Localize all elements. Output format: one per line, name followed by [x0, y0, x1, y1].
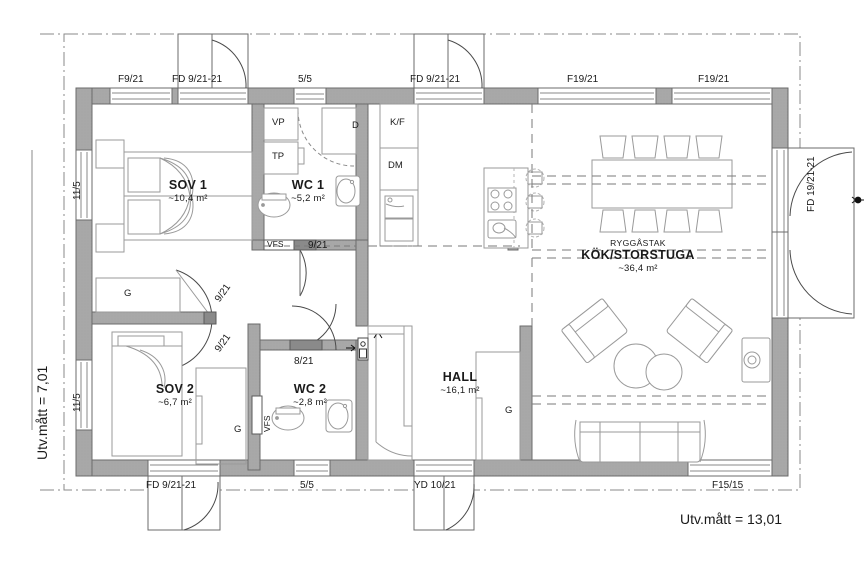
- overall-height-dimension: Utv.mått = 7,01: [34, 365, 50, 460]
- room-name: KÖK/STORSTUGA: [581, 248, 695, 262]
- ceiling-dashed-guides: [264, 104, 772, 405]
- opening-tag-fd-bottom: FD 9/21-21: [146, 480, 197, 491]
- sov2-furniture: [111, 331, 247, 465]
- int-door-tag-wc1: 9/21: [308, 240, 328, 251]
- appliance-vp: VP: [272, 117, 285, 128]
- opening-tag-f9-21: F9/21: [118, 74, 144, 85]
- wc2-fixtures: [251, 395, 353, 435]
- room-name: WC 1: [291, 178, 325, 192]
- room-area: ~36,4 m²: [618, 263, 658, 274]
- kitchen-island: [483, 167, 545, 249]
- room-area: ~6,7 m²: [158, 397, 192, 408]
- kitchen-column: [379, 103, 419, 247]
- overall-width-dimension: Utv.mått = 13,01: [680, 511, 783, 527]
- closet-g-hall: G: [505, 405, 513, 416]
- door-jambs: [203, 239, 323, 351]
- appliance-tp: TP: [272, 151, 285, 162]
- opening-tag-5-5-top: 5/5: [298, 74, 312, 85]
- room-label-kok-storstuga: RYGGÅSTAK KÖK/STORSTUGA ~36,4 m²: [548, 238, 728, 274]
- opening-tag-11-5-lower: 11/5: [72, 393, 83, 412]
- room-area: ~16,1 m²: [440, 385, 480, 396]
- appliance-d: D: [352, 120, 359, 131]
- opening-tag-11-5-upper: 11/5: [72, 181, 83, 200]
- dining-chairs-top: [599, 135, 723, 159]
- room-label-hall: HALL ~16,1 m²: [410, 370, 510, 396]
- room-area: ~2,8 m²: [293, 397, 327, 408]
- opening-tag-fd-top-mid: FD 9/21-21: [410, 74, 461, 85]
- boundary-axis-lines: [40, 33, 64, 491]
- hall-furniture: [346, 325, 521, 461]
- room-name: WC 2: [293, 382, 327, 396]
- int-door-tag-wc2: 8/21: [294, 356, 314, 367]
- room-subtitle: RYGGÅSTAK: [610, 238, 666, 248]
- exterior-door-swings: [147, 33, 864, 531]
- opening-tag-f15: F15/15: [712, 480, 744, 491]
- closet-g-sov1: G: [124, 288, 132, 299]
- room-label-wc1: WC 1 ~5,2 m²: [258, 178, 358, 204]
- closet-g-sov2: G: [234, 424, 242, 435]
- opening-tag-fd-right: FD 19/21-21: [806, 156, 817, 212]
- room-area: ~10,4 m²: [168, 193, 208, 204]
- room-name: HALL: [442, 370, 478, 384]
- vent-vfs-wc1: VFS: [267, 239, 284, 249]
- room-label-sov1: SOV 1 ~10,4 m²: [132, 178, 244, 204]
- opening-tag-f19-a: F19/21: [567, 74, 599, 85]
- appliance-dm: DM: [388, 160, 403, 171]
- opening-tag-yd: YD 10/21: [414, 480, 456, 491]
- vent-vfs-wc2: VFS: [262, 415, 272, 432]
- room-area: ~5,2 m²: [291, 193, 325, 204]
- interior-door-swings: [175, 109, 355, 369]
- dining-chairs-bottom: [599, 209, 723, 233]
- sov1-furniture: [95, 139, 253, 313]
- appliance-kf: K/F: [390, 117, 405, 128]
- wc1-fixtures: [257, 107, 361, 251]
- opening-tag-5-5-bottom: 5/5: [300, 480, 314, 491]
- living-furniture: [561, 298, 771, 463]
- room-name: SOV 2: [155, 382, 195, 396]
- opening-tag-fd-top-left: FD 9/21-21: [172, 74, 223, 85]
- room-label-wc2: WC 2 ~2,8 m²: [266, 382, 354, 408]
- opening-tag-f19-b: F19/21: [698, 74, 730, 85]
- room-label-sov2: SOV 2 ~6,7 m²: [120, 382, 230, 408]
- room-name: SOV 1: [168, 178, 208, 192]
